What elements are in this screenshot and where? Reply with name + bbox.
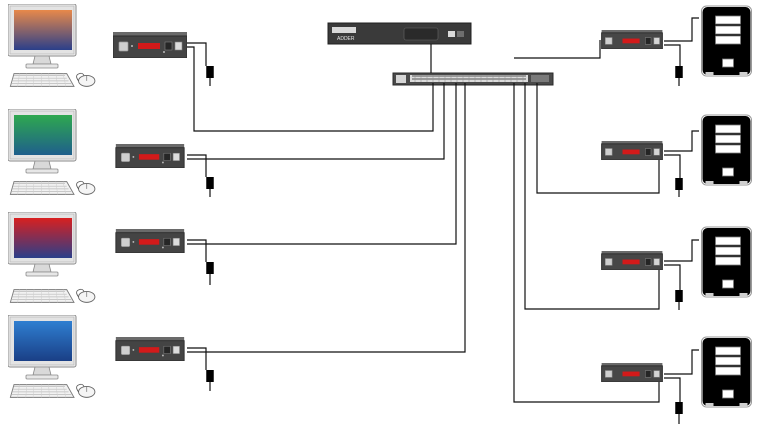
right-extender-4 — [601, 363, 663, 382]
left-extender-4 — [115, 337, 185, 361]
left-extender-3 — [115, 229, 185, 253]
workstation-2 — [8, 109, 96, 195]
server-4 — [700, 336, 753, 408]
network-switch — [392, 72, 554, 86]
server-2 — [700, 114, 753, 186]
right-extender-1 — [601, 30, 663, 49]
kvm-logo: ADDER — [337, 36, 355, 42]
network-wiring — [187, 17, 699, 424]
right-cable-adapters — [675, 66, 683, 414]
left-extender-2 — [115, 144, 185, 168]
left-extender-1 — [113, 32, 187, 58]
server-3 — [700, 226, 753, 298]
workstation-1 — [8, 4, 96, 87]
workstation-4 — [8, 315, 96, 398]
workstation-3 — [8, 212, 96, 303]
left-cable-adapters — [206, 66, 214, 382]
right-extender-3 — [601, 251, 663, 270]
server-1 — [700, 5, 753, 77]
right-extender-2 — [601, 141, 663, 160]
kvm-switch: ADDER — [327, 22, 472, 45]
